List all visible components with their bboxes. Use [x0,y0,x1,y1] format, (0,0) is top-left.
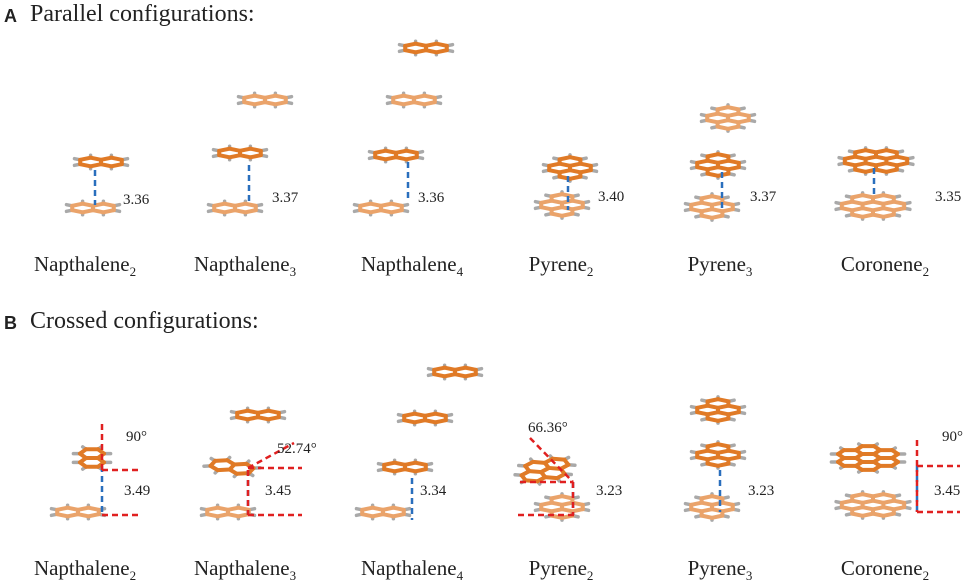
distance-b-6: 3.45 [934,483,961,499]
panel-a-title: Parallel configurations: [30,1,255,27]
panel-a-letter: A [4,6,17,26]
distance-b-1: 3.49 [124,483,151,499]
distance-b-2: 3.45 [265,483,292,499]
angle-b-2: 52.74° [277,441,317,457]
b2-mol-3-c-bond [256,415,271,422]
a3-mol-2-c-bond [394,155,409,162]
a3-mol-4-c-bond [424,48,439,55]
b1-mol-top-c-bond [78,456,88,465]
a2-mol-2-c-bond [238,153,253,160]
a6-mol-bottom-c-bond [860,193,875,200]
b4-mol-top-c-bond [555,471,567,481]
label-a-2: Napthalene3 [193,252,297,280]
angle-b-6: 90° [942,429,963,445]
b4-angle-line [529,437,574,483]
b2-mol-2-c-bond [227,467,239,476]
b3-mol-4-c-bond [453,372,468,379]
distance-a-3: 3.36 [418,190,445,206]
angle-b-4: 66.36° [528,420,568,436]
b6-mol-top-c-bond [890,452,900,460]
b3-mol-3-c-bond [423,418,438,425]
b6-mol-bottom-c-bond [860,492,875,499]
distance-b-3: 3.34 [420,483,447,499]
a6-mol-top-c-bond [863,148,878,155]
distance-b-5: 3.23 [748,483,775,499]
label-b-2: Napthalene3 [193,556,297,584]
label-b-4: Pyrene2 [528,556,594,584]
distance-a-2: 3.37 [272,190,299,206]
label-a-6: Coronene2 [840,252,930,280]
label-b-1: Napthalene2 [33,556,137,584]
label-a-4: Pyrene2 [528,252,594,280]
angle-b-1: 90° [126,429,147,445]
a3-mol-1-c-bond [379,208,394,215]
distance-b-4: 3.23 [596,483,623,499]
a2-mol-3-c-bond [263,100,278,107]
a2-mol-1-c-bond [233,208,248,215]
label-a-3: Napthalene4 [360,252,464,280]
b3-mol-1-c-bond [381,512,396,519]
distance-a-4: 3.40 [598,189,625,205]
panel-b-title: Crossed configurations: [30,308,259,334]
b1-mol-bottom-c-bond [76,512,91,519]
b4-mol-top-c-bond [535,475,548,484]
distance-a-5: 3.37 [750,189,777,205]
b2-angle-line [247,441,295,470]
label-b-5: Pyrene3 [687,556,753,584]
distance-a-6: 3.35 [935,189,962,205]
label-b-6: Coronene2 [840,556,930,584]
b4-mol-top-c-bond [519,469,532,478]
panel-b-letter: B [4,313,17,333]
a1-mol-bottom-c-bond [91,208,106,215]
a3-mol-3-c-bond [412,100,427,107]
distance-a-1: 3.36 [123,192,150,208]
label-a-5: Pyrene3 [687,252,753,280]
label-a-1: Napthalene2 [33,252,137,280]
b2-mol-1-c-bond [226,512,241,519]
label-b-3: Napthalene4 [360,556,464,584]
b3-mol-2-c-bond [403,467,418,474]
a1-mol-top-c-bond [99,162,114,169]
b4-mol-top-c-bond [558,462,571,471]
